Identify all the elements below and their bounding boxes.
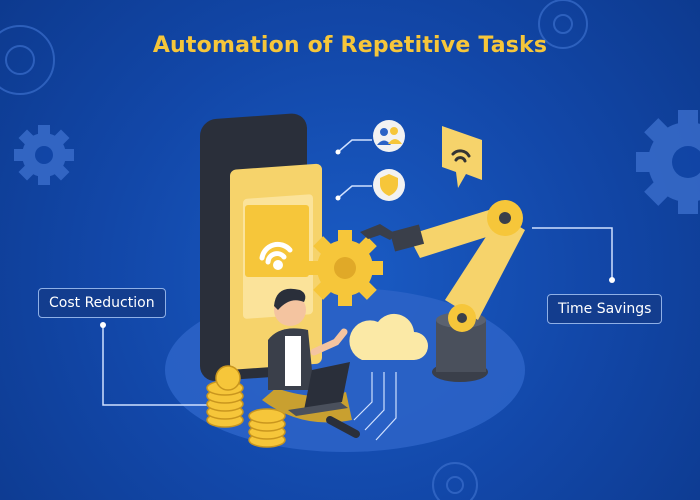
time-savings-label: Time Savings bbox=[547, 294, 663, 324]
laptop-icon bbox=[288, 362, 350, 416]
gear-icon bbox=[307, 230, 383, 306]
gear-icon bbox=[432, 462, 478, 500]
robot-arm-icon bbox=[360, 200, 525, 382]
shield-icon bbox=[373, 169, 405, 201]
gear-icon bbox=[0, 25, 55, 95]
gear-icon bbox=[636, 110, 700, 214]
page-title: Automation of Repetitive Tasks bbox=[152, 33, 548, 58]
time-connector-line bbox=[532, 227, 613, 280]
gear-icon bbox=[14, 125, 74, 185]
cloud-icon bbox=[349, 313, 428, 441]
gear-icon bbox=[538, 0, 588, 49]
coin-icon bbox=[206, 365, 286, 448]
wifi-bubble-icon bbox=[442, 126, 482, 188]
wifi-icon bbox=[259, 241, 293, 270]
cost-reduction-label: Cost Reduction bbox=[38, 288, 166, 318]
cost-connector-line bbox=[102, 325, 210, 406]
users-icon bbox=[373, 120, 405, 152]
